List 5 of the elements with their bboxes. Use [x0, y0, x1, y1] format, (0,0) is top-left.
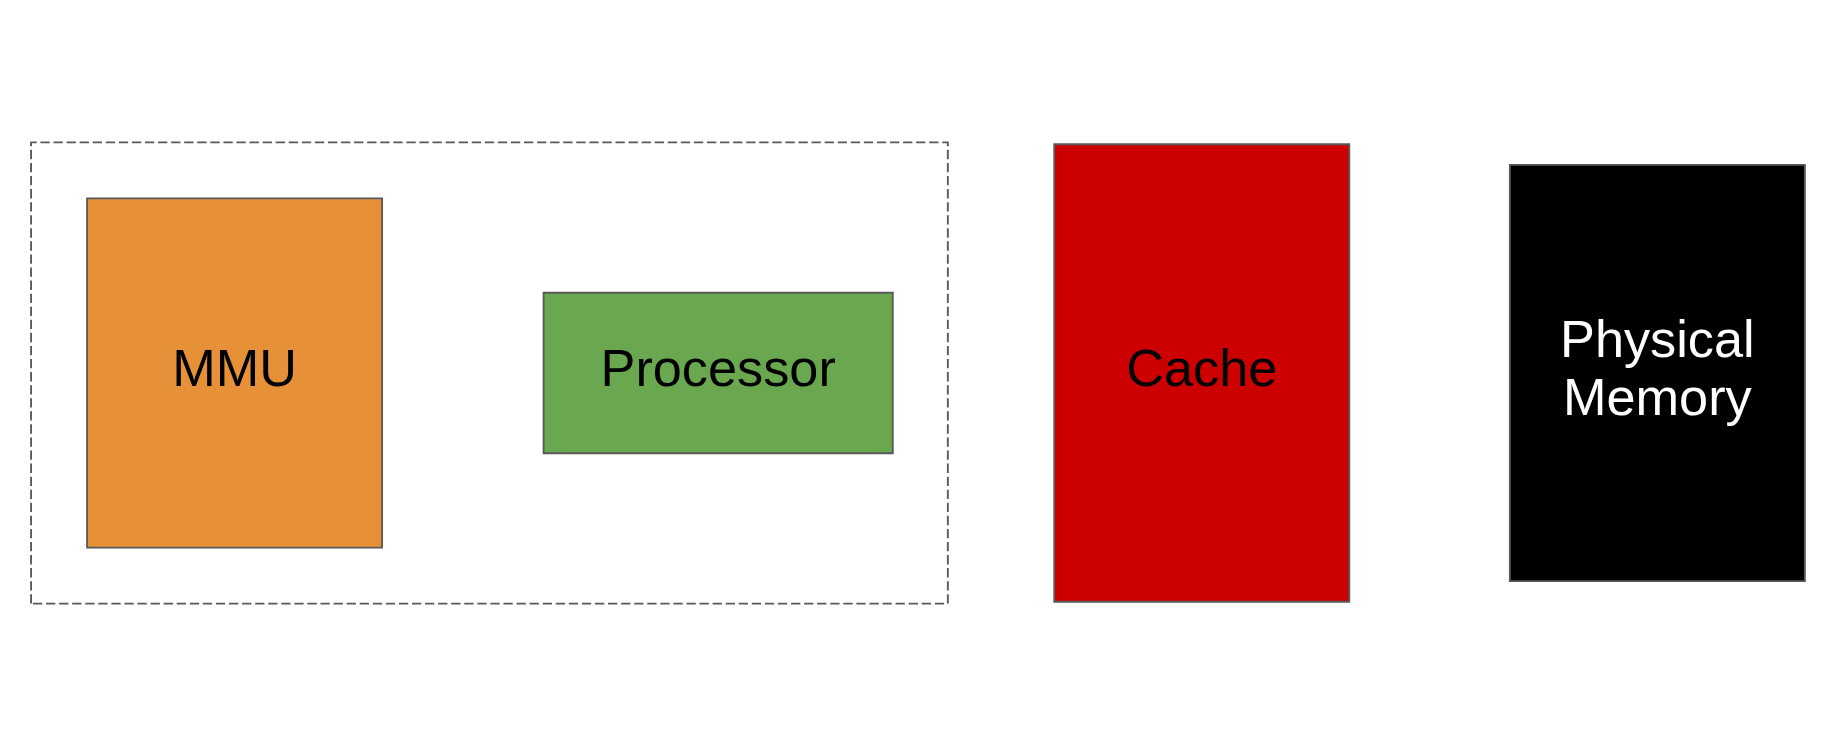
node-box: Cache — [1053, 142, 1351, 603]
node-box: Processor — [542, 291, 894, 454]
cluster — [30, 140, 949, 605]
node-box: Physical Memory — [1508, 163, 1806, 582]
node-box: MMU — [86, 197, 384, 548]
